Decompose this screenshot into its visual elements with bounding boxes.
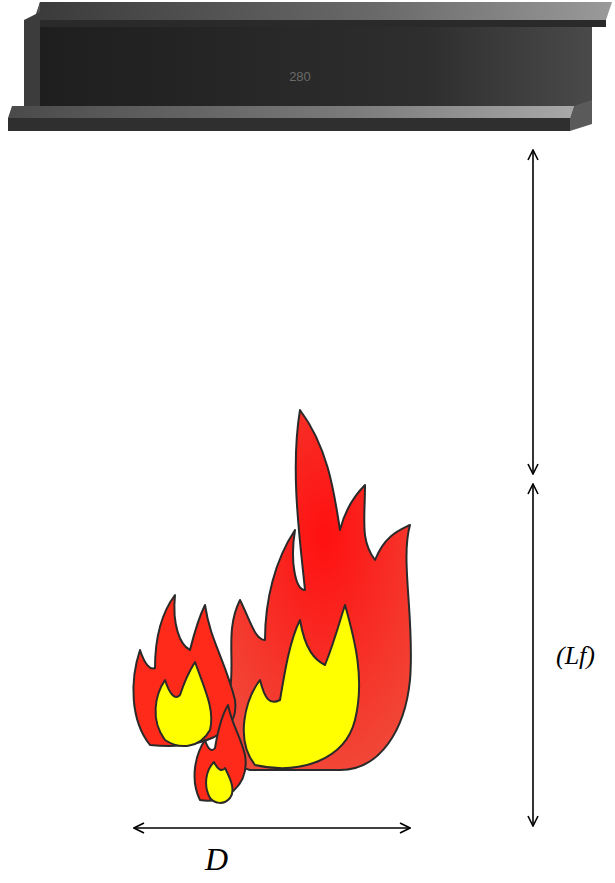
fire-flames	[133, 410, 411, 803]
beam-bottom-flange-edge	[8, 118, 570, 131]
flame-height-dimension-arrow	[532, 484, 534, 826]
beam-top-flange-edge	[34, 20, 606, 27]
beam-bottom-flange	[8, 106, 574, 118]
diameter-dimension-arrow	[134, 827, 410, 829]
small-flame-core	[206, 762, 232, 803]
steel-i-beam	[8, 2, 612, 131]
beam-bottom-end	[570, 100, 592, 131]
large-flame	[219, 410, 411, 770]
clearance-dimension-arrow	[532, 150, 534, 474]
fire-diameter-label: D	[205, 843, 228, 875]
large-flame-core	[244, 605, 359, 768]
beam-end-face	[24, 12, 40, 112]
beam-size-mark: 280	[289, 70, 311, 83]
beam-top-flange	[34, 2, 612, 20]
beam-web	[36, 27, 592, 106]
left-flame-core	[156, 662, 212, 746]
flame-height-label: (Lf)	[556, 643, 595, 669]
